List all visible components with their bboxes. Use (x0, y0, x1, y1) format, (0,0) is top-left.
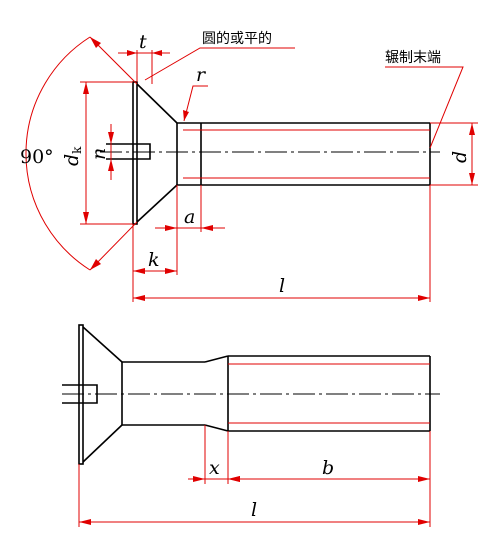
bottom-view (62, 324, 440, 527)
dim-l-top (133, 185, 431, 302)
label-n: n (88, 148, 110, 160)
dim-a (155, 185, 225, 232)
label-d-group: d (449, 151, 471, 163)
label-angle: 90° (20, 146, 54, 168)
dim-d (430, 122, 478, 186)
dim-dk (80, 81, 133, 225)
label-k: k (148, 249, 160, 271)
dim-k (132, 224, 178, 302)
dim-n (108, 124, 114, 180)
note-round-or-flat: 圆的或平的 (202, 31, 272, 47)
bottom-shank (122, 355, 431, 432)
label-d: d (449, 151, 471, 163)
label-a: a (184, 206, 195, 228)
leader-round-or-flat (144, 47, 295, 81)
label-l-top: l (279, 275, 285, 297)
label-dk: dk (61, 146, 84, 166)
label-x: x (209, 457, 220, 479)
leader-r (183, 85, 208, 122)
top-view (25, 36, 478, 302)
dim-angle (25, 36, 138, 271)
dim-b (228, 431, 431, 527)
label-l-bottom: l (251, 499, 257, 521)
leader-rolled-end (385, 66, 464, 149)
dim-t (118, 50, 170, 84)
label-n-group: n (88, 148, 110, 160)
label-b: b (322, 457, 334, 479)
dim-l-bottom (78, 464, 430, 527)
top-head-outline (132, 81, 178, 225)
bottom-head-outline (78, 324, 123, 465)
svg-text:dk: dk (61, 146, 84, 166)
top-shank (177, 122, 431, 186)
label-t: t (139, 31, 147, 53)
top-slot (106, 143, 151, 160)
note-rolled-end: 辗制末端 (385, 49, 441, 66)
label-r: r (196, 64, 207, 86)
